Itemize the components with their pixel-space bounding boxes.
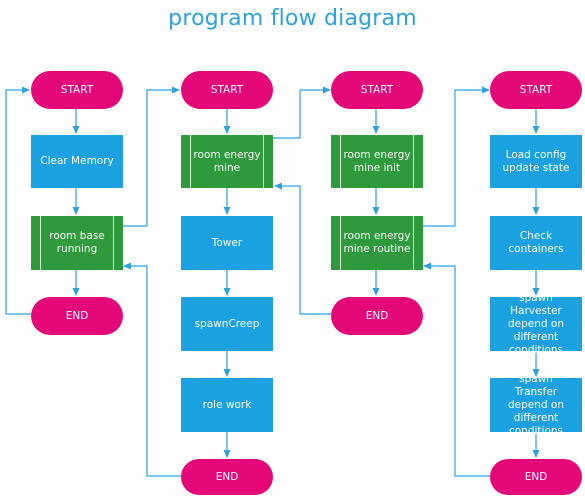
c1-end-label: END <box>65 309 89 322</box>
c4-spawn-harvester-label: spawn Harvester depend on different cond… <box>508 291 564 356</box>
c4-check-containers-label: Check containers <box>508 230 564 255</box>
c2-spawn-creep-label: spawnCreep <box>194 317 260 330</box>
c1-start-label: START <box>60 83 94 96</box>
c2-room-energy-mine-label: room energy mine <box>193 148 261 174</box>
c1-start-terminal: START <box>31 71 123 109</box>
c2-tower-label: Tower <box>211 236 243 249</box>
c4-end-label: END <box>524 470 548 483</box>
c3-end-terminal: END <box>331 297 423 335</box>
c2-role-work-label: role work <box>202 398 252 411</box>
arrow-room-base-to-c2-start <box>122 86 180 227</box>
c4-start-terminal: START <box>490 71 582 109</box>
c3-start-terminal: START <box>331 71 423 109</box>
c2-room-energy-mine-box: room energy mine <box>181 135 273 188</box>
c4-spawn-transfer-box: spawn Transfer depend on different condi… <box>490 373 582 437</box>
c3-room-energy-mine-routine-box: room energy mine routine <box>331 216 423 270</box>
c2-spawn-creep-box: spawnCreep <box>181 297 273 351</box>
c2-role-work-box: role work <box>181 378 273 432</box>
c4-load-config-label: Load config update state <box>502 148 570 174</box>
c1-clear-memory-label: Clear Memory <box>40 155 114 167</box>
c2-start-terminal: START <box>181 71 273 109</box>
c2-end-label: END <box>215 470 239 483</box>
arrow-room-energy-mine-to-c3-start <box>273 86 331 139</box>
c3-start-label: START <box>360 83 394 96</box>
c1-clear-memory-box: Clear Memory <box>31 135 123 188</box>
c4-check-containers-box: Check containers <box>490 216 582 270</box>
c1-room-base-running-box: room base running <box>31 216 123 270</box>
c4-spawn-transfer-label: spawn Transfer depend on different condi… <box>508 372 564 437</box>
arrow-c2-end-return-to-room-base <box>123 262 181 477</box>
c1-end-terminal: END <box>31 297 123 335</box>
diagram-title: program flow diagram <box>168 6 417 31</box>
c2-start-label: START <box>210 83 244 96</box>
arrow-c4-end-return-to-mine-routine <box>423 262 490 477</box>
c3-room-energy-mine-routine-label: room energy mine routine <box>343 230 411 255</box>
c4-spawn-harvester-box: spawn Harvester depend on different cond… <box>490 292 582 356</box>
c4-start-label: START <box>519 83 553 96</box>
c3-room-energy-mine-init-box: room energy mine init <box>331 135 423 188</box>
c4-load-config-box: Load config update state <box>490 135 582 188</box>
c3-room-energy-mine-init-label: room energy mine init <box>343 148 411 174</box>
arrow-c3-end-return-to-room-energy-mine <box>274 182 331 315</box>
c2-end-terminal: END <box>181 459 273 495</box>
c2-tower-box: Tower <box>181 216 273 270</box>
arrow-c1-end-loop-to-start <box>5 86 31 315</box>
arrow-mine-routine-to-c4-start <box>422 86 490 227</box>
c3-end-label: END <box>365 309 389 322</box>
c1-room-base-running-label: room base running <box>49 230 105 255</box>
c4-end-terminal: END <box>490 459 582 495</box>
